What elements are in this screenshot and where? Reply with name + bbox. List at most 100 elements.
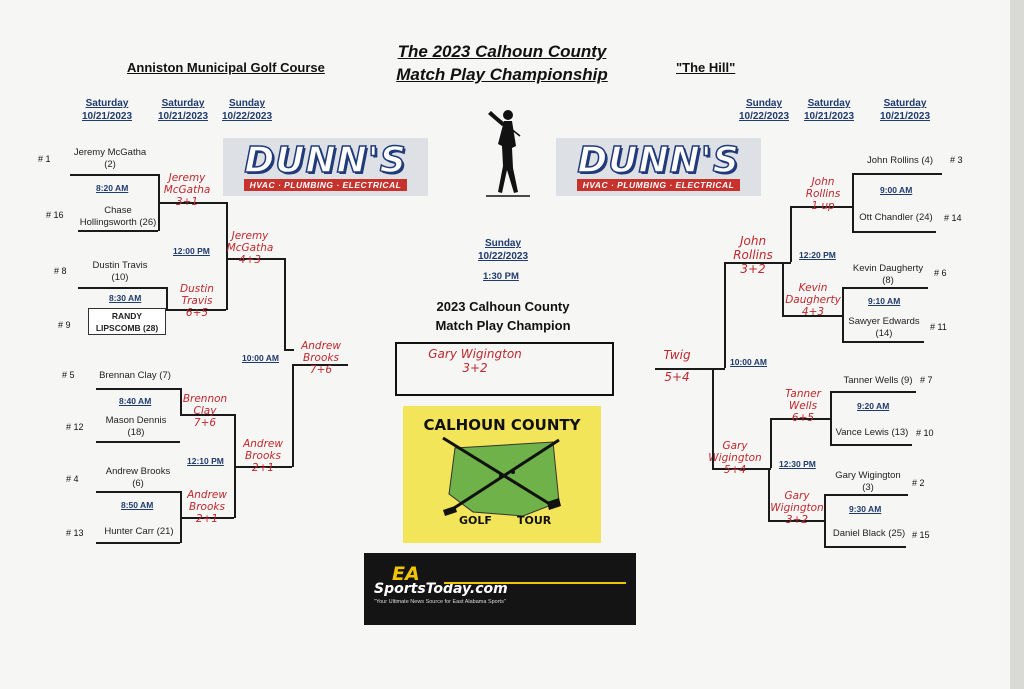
player-top: Dustin Travis(10): [92, 260, 148, 283]
bracket-line: [158, 202, 226, 204]
ea-rule: [444, 582, 626, 584]
bracket-line: [782, 315, 843, 317]
player-bottom: Vance Lewis (13): [835, 427, 909, 438]
bracket-line: [180, 388, 182, 414]
dunns-logo-left: DUNN'S HVAC · PLUMBING · ELECTRICAL: [223, 138, 428, 196]
seed-label: # 15: [912, 530, 930, 540]
bracket-line: [96, 491, 180, 493]
bracket-line: [166, 287, 168, 309]
player-bottom: Sawyer Edwards(14): [848, 316, 920, 339]
player-bottom-highlight: [88, 308, 166, 335]
bracket-line: [284, 258, 286, 350]
bracket-line: [790, 206, 792, 262]
bracket-line: [226, 258, 284, 260]
bracket-line: [724, 262, 791, 264]
player-bottom: Ott Chandler (24): [859, 212, 933, 223]
bracket-line: [830, 391, 916, 393]
bracket-line: [770, 418, 772, 468]
calhoun-golf-tour-logo: CALHOUN COUNTY GOLF TOUR: [403, 406, 601, 543]
dunns-logo-right: DUNN'S HVAC · PLUMBING · ELECTRICAL: [556, 138, 761, 196]
bracket-line: [770, 418, 831, 420]
tee-time: 9:20 AM: [857, 401, 890, 411]
match-time: 12:10 PM: [187, 456, 224, 466]
match-time: 12:20 PM: [799, 250, 836, 260]
final-time: 1:30 PM: [483, 271, 519, 282]
ea-mark: EA: [392, 563, 420, 585]
bracket-line: [78, 230, 158, 232]
bracket-line: [782, 262, 784, 316]
bracket-line: [790, 206, 853, 208]
tour-logo-tour: TOUR: [517, 514, 552, 527]
bracket-line: [768, 468, 770, 521]
bracket-line: [852, 173, 854, 232]
bracket-line: [96, 542, 180, 544]
bracket-line: [96, 441, 180, 443]
bracket-line: [284, 349, 294, 351]
player-top: Gary Wigington(3): [835, 470, 901, 493]
player-top: Tanner Wells (9): [843, 375, 913, 386]
seed-label: # 10: [916, 428, 934, 438]
course-name: Anniston Municipal Golf Course: [127, 60, 325, 75]
tour-logo-title: CALHOUN COUNTY: [423, 416, 581, 434]
bracket-line: [824, 494, 908, 496]
bracket-line: [712, 368, 714, 469]
tee-time: 8:30 AM: [109, 293, 142, 303]
event-title-line2: Match Play Championship: [396, 65, 608, 84]
seed-label: # 6: [934, 268, 947, 278]
bracket-line: [292, 364, 294, 467]
bracket-line: [830, 444, 912, 446]
bracket-line: [166, 309, 226, 311]
player-top: Jeremy McGatha(2): [73, 147, 147, 170]
tee-time: 9:30 AM: [849, 504, 882, 514]
bracket-line: [712, 468, 771, 470]
seed-label: # 16: [46, 210, 64, 220]
dunns-tagline: HVAC · PLUMBING · ELECTRICAL: [576, 179, 741, 191]
golfer-silhouette-icon: [478, 106, 538, 201]
bracket-line: [842, 341, 924, 343]
bracket-line: [96, 388, 180, 390]
bracket-line: [852, 173, 942, 175]
dunns-wordmark: DUNN'S: [244, 140, 407, 181]
player-top: Brennan Clay (7): [99, 370, 171, 381]
bracket-line: [824, 546, 906, 548]
match-time: 10:00 AM: [730, 357, 768, 367]
bracket-line: [724, 262, 726, 368]
player-bottom: Hunter Carr (21): [104, 526, 174, 537]
seed-label: # 13: [66, 528, 84, 538]
bracket-line: [70, 174, 158, 176]
bracket-line: [180, 517, 234, 519]
player-top: Kevin Daugherty(8): [852, 263, 924, 286]
dunns-wordmark: DUNN'S: [577, 140, 740, 181]
seed-label: # 2: [912, 478, 925, 488]
champion-box: [395, 342, 614, 396]
course-nickname: "The Hill": [676, 60, 736, 75]
match-time: 12:00 PM: [173, 246, 210, 256]
seed-label: # 7: [920, 375, 933, 385]
dunns-tagline: HVAC · PLUMBING · ELECTRICAL: [243, 179, 408, 191]
bracket-line: [655, 368, 725, 370]
bracket-line: [842, 287, 844, 342]
tour-logo-golf: GOLF: [459, 514, 492, 527]
player-top: Andrew Brooks(6): [105, 466, 171, 489]
ea-tagline: "Your Ultimate News Source for East Alab…: [374, 599, 506, 605]
seed-label: # 4: [66, 474, 79, 484]
